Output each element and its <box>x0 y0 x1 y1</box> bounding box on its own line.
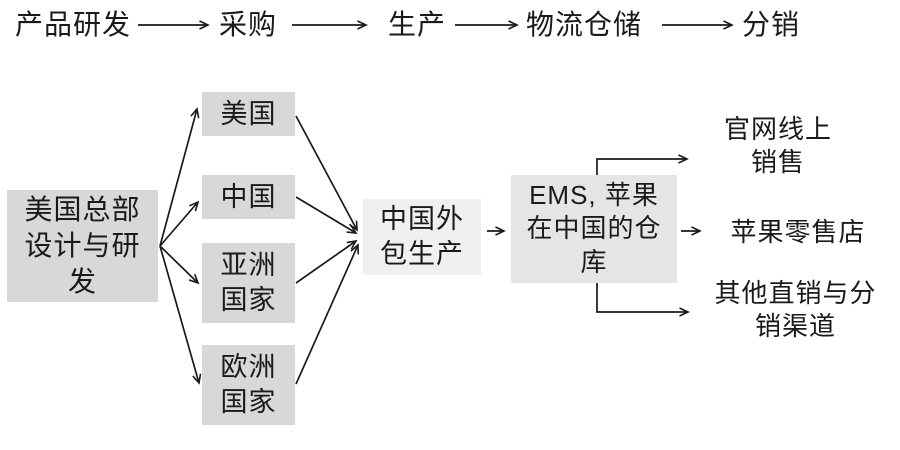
process-step-distribution: 分销 <box>742 9 801 40</box>
channel-other-direct-distribution: 其他直销与分 销渠道 <box>714 278 877 341</box>
arrow-warehouse-online <box>596 154 689 175</box>
process-step-logistics: 物流仓储 <box>526 9 643 40</box>
process-step-procurement: 采购 <box>219 9 278 40</box>
arrow-europe-outsourcing <box>295 243 359 385</box>
node-china-outsourced-production: 中国外 包生产 <box>363 199 481 275</box>
channel-online-sales: 官网线上 销售 <box>723 114 832 177</box>
arrow-usa-outsourcing <box>295 115 358 232</box>
node-usa: 美国 <box>202 92 295 136</box>
process-step-rd: 产品研发 <box>15 9 132 40</box>
arrow-hq-europe <box>159 245 202 385</box>
node-asian-countries: 亚洲 国家 <box>202 243 295 323</box>
arrow-hq-china <box>159 200 200 247</box>
node-european-countries: 欧洲 国家 <box>202 345 295 425</box>
node-hq-design-rd: 美国总部 设计与研 发 <box>7 190 158 302</box>
arrow-hq-asia <box>159 245 200 285</box>
channel-apple-retail-store: 苹果零售店 <box>730 217 866 247</box>
arrow-china-outsourcing <box>295 196 358 234</box>
arrow-hq-usa <box>159 107 200 247</box>
process-step-production: 生产 <box>388 9 447 40</box>
node-ems-china-warehouse: EMS, 苹果 在中国的仓 库 <box>511 175 677 283</box>
node-china: 中国 <box>202 175 295 219</box>
arrow-asia-outsourcing <box>295 239 358 284</box>
arrow-warehouse-other <box>596 283 690 317</box>
